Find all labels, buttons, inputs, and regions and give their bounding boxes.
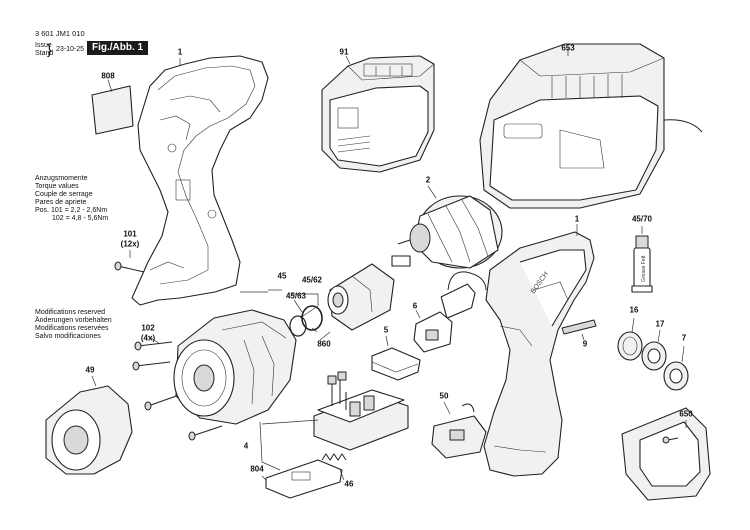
document-number: 3 601 JM1 010	[35, 29, 85, 38]
part-45-gear-housing	[173, 309, 297, 425]
label-part-101-qty: (12x)	[120, 239, 140, 249]
label-part-5: 5	[383, 325, 389, 335]
torque-note-line5: Pos. 101 = 2,2 - 2,6Nm	[35, 207, 108, 214]
label-part-102: 102	[141, 323, 155, 333]
torque-note-line2: Torque values	[35, 183, 79, 190]
part-16-knob	[617, 317, 643, 361]
modifications-note-line4: Salvo modificaciones	[35, 333, 101, 340]
label-part-6: 6	[412, 301, 418, 311]
part-653-charger	[479, 43, 703, 209]
part-49-nose-cap	[45, 375, 133, 475]
grease-tube-text: Grease Fett	[641, 255, 647, 282]
part-50-module	[431, 401, 487, 459]
issue-label: Issue	[35, 42, 52, 49]
part-45-63-ring	[289, 315, 307, 337]
part-1-housing-half-left	[131, 55, 269, 306]
part-45-anvil	[319, 263, 395, 341]
part-101-screw	[114, 250, 145, 273]
part-45-70-grease-tube: Grease Fett	[631, 226, 653, 293]
modifications-note-line2: Änderungen vorbehalten	[35, 317, 112, 324]
modifications-note-line3: Modifications reservées	[35, 325, 109, 332]
torque-note-line6: 102 = 4,8 - 5,6Nm	[52, 215, 109, 222]
torque-note-line4: Pares de apriete	[35, 199, 87, 206]
label-part-101: 101	[123, 229, 137, 239]
part-2-motor	[391, 185, 503, 269]
label-part-45-70: 45/70	[631, 214, 653, 224]
part-17-ring	[641, 329, 667, 371]
torque-note-line1: Anzugsmomente	[35, 175, 88, 182]
label-part-17: 17	[655, 319, 665, 329]
label-part-653: 653	[561, 43, 575, 53]
label-part-16: 16	[629, 305, 639, 315]
label-part-804: 804	[250, 464, 264, 474]
issue-date: 23-10-25	[56, 46, 85, 53]
label-part-650: 650	[679, 409, 693, 419]
part-6-switch	[413, 271, 487, 353]
part-808-label-sticker	[91, 79, 134, 135]
part-9-strip	[561, 319, 597, 341]
label-part-45-63: 45/63	[285, 291, 307, 301]
label-part-91: 91	[339, 47, 349, 57]
part-91-battery-pack	[321, 55, 435, 173]
label-part-45-62: 45/62	[301, 275, 323, 285]
figure-label: Fig./Abb. 1	[87, 41, 149, 55]
brace-glyph: }	[47, 41, 52, 57]
label-part-1-left: 1	[177, 47, 183, 57]
label-part-4: 4	[243, 441, 249, 451]
label-part-102-qty: (4x)	[140, 333, 156, 343]
part-804-plate	[261, 459, 343, 499]
part-1-housing-half-right: BOSCH	[483, 224, 595, 477]
part-7-nut	[663, 345, 689, 391]
torque-note-line3: Couple de serrage	[35, 191, 93, 198]
part-45-lead-lines	[240, 289, 319, 333]
label-part-1-right: 1	[574, 214, 580, 224]
label-part-7: 7	[681, 333, 687, 343]
part-46-spring	[321, 453, 347, 481]
part-5-slide	[371, 335, 421, 381]
modifications-note-line1: Modifications reserved	[35, 309, 106, 316]
label-part-49: 49	[85, 365, 95, 375]
label-part-46: 46	[344, 479, 354, 489]
part-102-screws	[132, 335, 223, 441]
label-part-860: 860	[317, 339, 331, 349]
label-part-9: 9	[582, 339, 588, 349]
label-part-50: 50	[439, 391, 449, 401]
part-4-electronics-module	[259, 371, 409, 471]
label-part-808: 808	[101, 71, 115, 81]
part-650-belt-clip	[621, 407, 711, 501]
label-part-45: 45	[277, 271, 287, 281]
stand-label: Stand	[35, 50, 54, 57]
label-part-2: 2	[425, 175, 431, 185]
